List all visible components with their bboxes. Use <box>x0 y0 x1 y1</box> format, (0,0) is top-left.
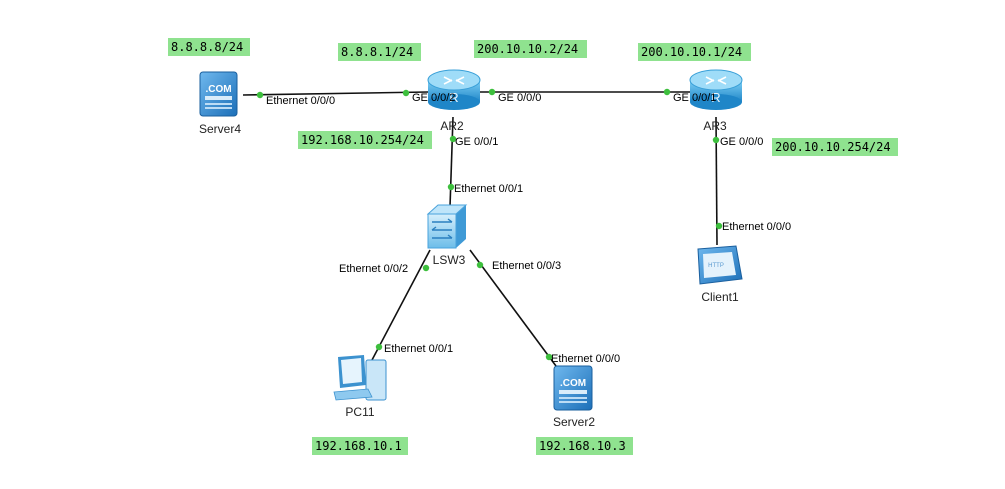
port-dot[interactable] <box>488 88 496 96</box>
port-dot[interactable] <box>715 222 723 230</box>
ip-label-ar3-ge001: 200.10.10.1/24 <box>638 43 751 61</box>
port-label: GE 0/0/1 <box>673 92 716 104</box>
port-label: Ethernet 0/0/0 <box>722 221 791 233</box>
device-name: Client1 <box>701 290 739 304</box>
port-dot[interactable] <box>449 135 457 143</box>
link-lsw3-server2[interactable] <box>469 249 557 367</box>
port-label: Ethernet 0/0/3 <box>492 260 561 272</box>
port-label: GE 0/0/0 <box>498 92 541 104</box>
port-dot[interactable] <box>663 88 671 96</box>
device-pc11[interactable]: PC11 <box>333 355 387 419</box>
pc-icon <box>333 355 387 401</box>
device-lsw3[interactable]: LSW3 <box>426 204 468 267</box>
port-dot[interactable] <box>422 264 430 272</box>
svg-text:200.10.10.2/24: 200.10.10.2/24 <box>477 42 578 56</box>
device-server4[interactable]: .COM Server4 <box>199 71 241 136</box>
svg-text:200.10.10.1/24: 200.10.10.1/24 <box>641 45 742 59</box>
switch-icon <box>426 204 468 249</box>
device-name: LSW3 <box>433 253 466 267</box>
port-label: Ethernet 0/0/0 <box>551 353 620 365</box>
port-label: Ethernet 0/0/0 <box>266 95 335 107</box>
port-label: Ethernet 0/0/1 <box>454 183 523 195</box>
ip-label-ar2-ge000: 200.10.10.2/24 <box>474 40 587 58</box>
link-ar2-lsw3[interactable] <box>449 116 454 208</box>
port-dot[interactable] <box>476 261 484 269</box>
port-dot[interactable] <box>375 343 383 351</box>
device-name: AR2 <box>440 119 464 133</box>
device-ar3[interactable]: R AR3 <box>689 69 743 133</box>
svg-text:192.168.10.1: 192.168.10.1 <box>315 439 402 453</box>
router-icon: R <box>689 69 743 110</box>
ip-label-pc11: 192.168.10.1 <box>312 437 408 455</box>
svg-text:192.168.10.254/24: 192.168.10.254/24 <box>301 133 424 147</box>
svg-text:200.10.10.254/24: 200.10.10.254/24 <box>775 140 891 154</box>
link-lsw3-pc11[interactable] <box>371 249 431 361</box>
ip-label-ar3-ge000: 200.10.10.254/24 <box>772 138 898 156</box>
port-label: Ethernet 0/0/2 <box>339 263 408 275</box>
svg-text:8.8.8.1/24: 8.8.8.1/24 <box>341 45 413 59</box>
ip-label-ar2-ge001: 192.168.10.254/24 <box>298 131 432 149</box>
device-server2[interactable]: .COM Server2 <box>553 365 595 429</box>
device-name: AR3 <box>703 119 727 133</box>
client-icon: HTTP <box>697 245 743 285</box>
server-icon: .COM <box>199 71 238 117</box>
ip-label-server2: 192.168.10.3 <box>536 437 633 455</box>
ip-label-server4: 8.8.8.8/24 <box>168 38 250 56</box>
port-dot[interactable] <box>545 353 553 361</box>
port-dot[interactable] <box>712 136 720 144</box>
link-server4-ar2[interactable] <box>242 91 429 96</box>
svg-text:8.8.8.8/24: 8.8.8.8/24 <box>171 40 243 54</box>
svg-text:R: R <box>449 90 458 105</box>
server-badge: .COM <box>560 378 586 389</box>
port-label: GE 0/0/1 <box>455 136 498 148</box>
router-icon: R <box>427 69 481 110</box>
port-label: GE 0/0/0 <box>720 136 763 148</box>
server-badge: .COM <box>205 84 231 95</box>
device-client1[interactable]: HTTP Client1 <box>697 245 743 304</box>
ip-label-ar2-ge002: 8.8.8.1/24 <box>338 43 421 61</box>
device-name: Server2 <box>553 415 595 429</box>
device-name: Server4 <box>199 122 241 136</box>
device-name: PC11 <box>345 405 374 419</box>
port-dot[interactable] <box>402 89 410 97</box>
device-ar2[interactable]: R AR2 <box>427 69 481 133</box>
port-dot[interactable] <box>447 183 455 191</box>
port-label: Ethernet 0/0/1 <box>384 343 453 355</box>
port-label: GE 0/0/2 <box>412 92 455 104</box>
client-badge: HTTP <box>708 263 724 269</box>
server-icon: .COM <box>553 365 593 411</box>
svg-text:R: R <box>711 90 720 105</box>
port-dot[interactable] <box>256 91 264 99</box>
svg-text:192.168.10.3: 192.168.10.3 <box>539 439 626 453</box>
